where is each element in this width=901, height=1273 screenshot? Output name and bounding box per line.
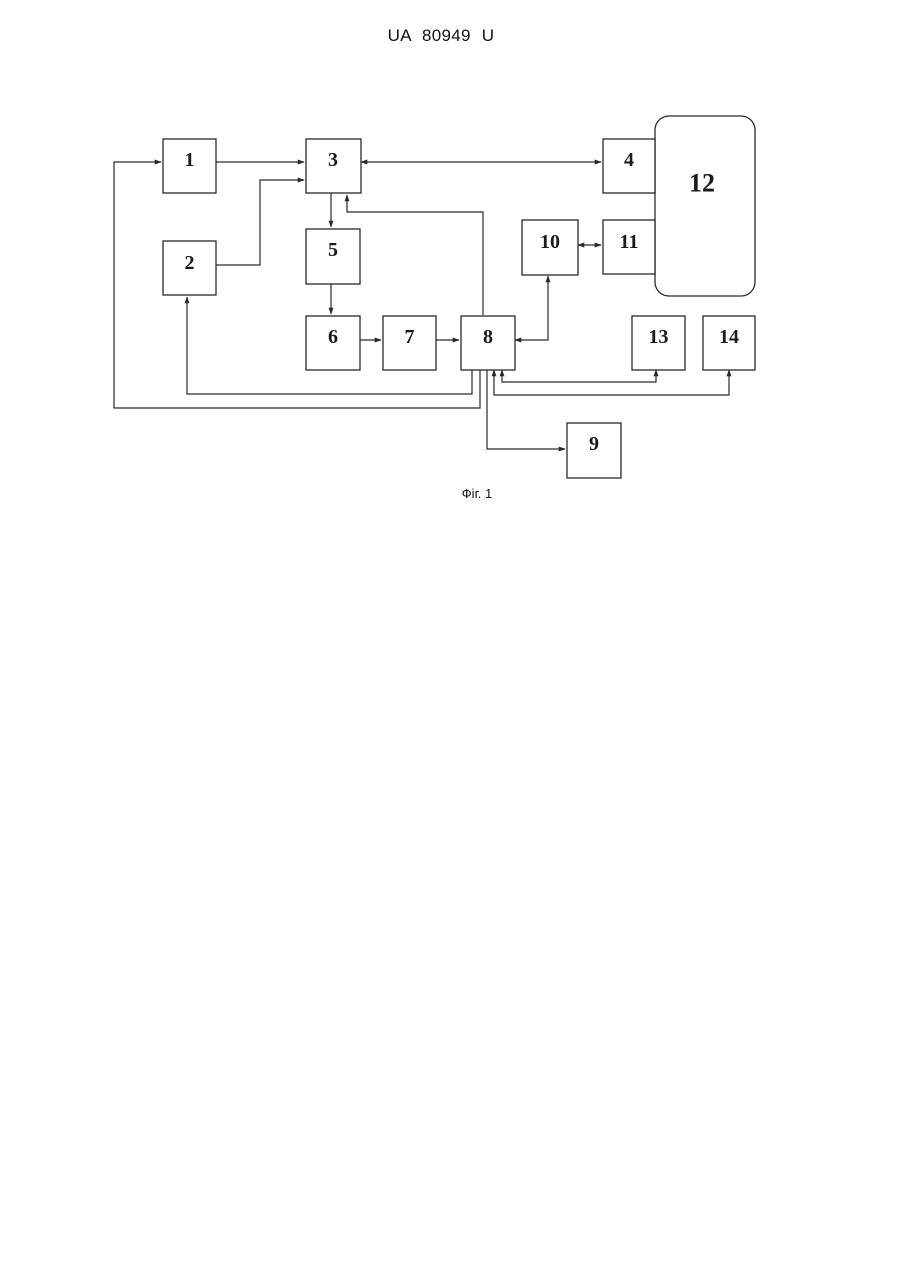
wire-8-to-13 — [502, 370, 656, 382]
block-12-label: 12 — [689, 169, 715, 198]
block-6-label: 6 — [328, 326, 338, 348]
block-10-label: 10 — [540, 231, 560, 253]
block-8-label: 8 — [483, 326, 493, 348]
block-7-label: 7 — [405, 326, 415, 348]
block-12 — [655, 116, 755, 296]
block-14-label: 14 — [719, 326, 739, 348]
wire-8-to-10 — [515, 276, 548, 340]
wire-2-to-3 — [216, 180, 304, 265]
wire-8-to-3 — [347, 195, 483, 315]
figure-caption: Фіг. 1 — [0, 486, 901, 501]
block-5-label: 5 — [328, 239, 338, 261]
block-1-label: 1 — [185, 149, 195, 171]
block-11-label: 11 — [620, 231, 639, 253]
block-13-label: 13 — [649, 326, 669, 348]
block-3-label: 3 — [328, 149, 338, 171]
block-2-label: 2 — [185, 252, 195, 274]
wire-8-to-9 — [487, 369, 565, 449]
block-9-label: 9 — [589, 433, 599, 455]
block-diagram: 12 1 2 3 4 5 6 7 8 9 10 11 13 14 — [0, 0, 901, 520]
block-4-label: 4 — [624, 149, 634, 171]
